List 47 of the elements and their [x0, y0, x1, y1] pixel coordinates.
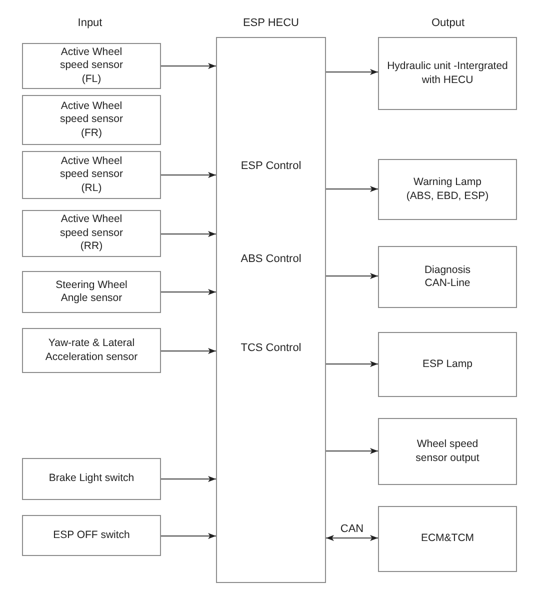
arrow: [326, 361, 378, 367]
box-label: Yaw-rate & Lateral Acceleration sensor: [44, 337, 139, 364]
arrow: [160, 172, 216, 178]
arrow: [160, 63, 216, 69]
box-label: Steering Wheel Angle sensor: [54, 278, 128, 306]
box-label: ESP Lamp: [422, 358, 472, 372]
component-box: [22, 271, 161, 313]
box-label: Warning Lamp (ABS, EBD, ESP): [405, 176, 490, 203]
box-label: Active Wheel speed sensor (RL): [58, 154, 124, 196]
component-box: [22, 151, 161, 199]
arrow: [326, 535, 378, 541]
box-label: Hydraulic unit -Intergrated with HECU: [386, 60, 509, 87]
box-label: Active Wheel speed sensor (FL): [58, 46, 124, 86]
arrow: [326, 273, 378, 279]
component-box: [378, 332, 517, 397]
function-label: ABS Control: [240, 253, 302, 265]
component-box: [378, 246, 517, 308]
box-label: Brake Light switch: [48, 472, 134, 486]
component-box: [378, 37, 517, 110]
box-label: ESP OFF switch: [53, 528, 130, 542]
box-label: Active Wheel speed sensor (FR): [58, 100, 124, 140]
component-box: [378, 506, 517, 572]
component-box: [378, 159, 517, 220]
arrow: [326, 448, 378, 454]
arrow: [160, 476, 216, 482]
box-label: Diagnosis CAN-Line: [423, 264, 472, 290]
box-label: ECM&TCM: [420, 532, 474, 546]
component-box: [22, 458, 161, 500]
function-label: ESP Control: [240, 160, 302, 172]
arrow: [160, 533, 216, 539]
function-label: TCS Control: [240, 342, 302, 354]
arrow: [326, 69, 378, 75]
arrow: [160, 231, 216, 237]
component-box: [378, 418, 517, 485]
component-box: [22, 328, 161, 373]
arrow: [160, 289, 216, 295]
arrow: [326, 186, 378, 192]
box-label: Active Wheel speed sensor (RR): [58, 213, 124, 254]
column-heading: Input: [78, 17, 102, 29]
component-box: [22, 43, 161, 89]
arrow: [160, 348, 216, 354]
component-box: [22, 95, 161, 145]
box-label: Wheel speed sensor output: [414, 438, 480, 465]
edge-label: CAN: [339, 523, 365, 535]
unit-title: ESP HECU: [242, 17, 300, 29]
component-box: [22, 210, 161, 257]
component-box: [22, 515, 161, 556]
